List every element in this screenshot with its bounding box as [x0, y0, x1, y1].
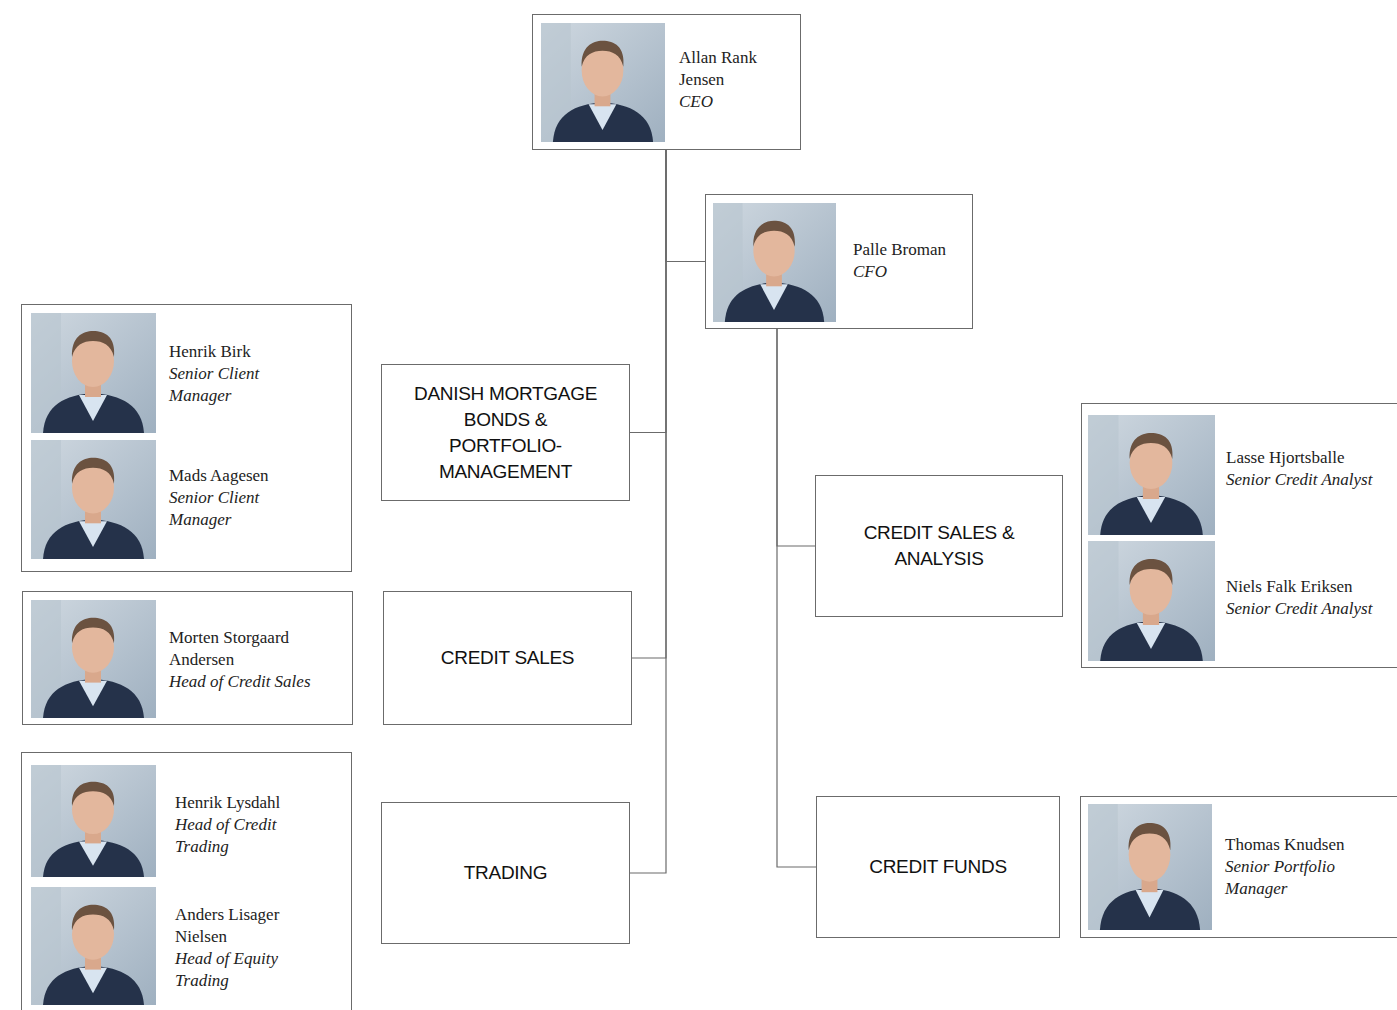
department-title: CREDIT FUNDS — [869, 854, 1007, 880]
portrait-photo — [713, 203, 836, 322]
job-title: Senior Credit Analyst — [1226, 469, 1397, 491]
job-title: CFO — [853, 261, 968, 283]
person-name: Henrik Lysdahl — [175, 792, 301, 814]
person-group-box: Lasse HjortsballeSenior Credit AnalystNi… — [1081, 403, 1397, 668]
portrait-photo — [1088, 541, 1215, 661]
person-text-column: Palle BromanCFO — [853, 239, 968, 283]
department-title: TRADING — [464, 860, 547, 886]
person-text-column: Lasse HjortsballeSenior Credit Analyst — [1226, 447, 1397, 491]
department-box: TRADING — [381, 802, 630, 944]
portrait-photo — [31, 765, 156, 877]
job-title: Head of Credit Trading — [175, 814, 301, 858]
portrait-photo — [1088, 804, 1212, 930]
portrait-photo — [31, 887, 156, 1005]
reporting-line — [777, 329, 816, 867]
person-name: Palle Broman — [853, 239, 968, 261]
person-name: Anders Lisager Nielsen — [175, 904, 301, 948]
reporting-line — [630, 150, 666, 873]
person-name: Niels Falk Eriksen — [1226, 576, 1397, 598]
person-text-column: Niels Falk EriksenSenior Credit Analyst — [1226, 576, 1397, 620]
department-box: CREDIT SALES — [383, 591, 632, 725]
portrait-photo — [1088, 415, 1215, 535]
person-text-column: Henrik LysdahlHead of Credit Trading — [175, 792, 301, 858]
portrait-photo — [31, 600, 156, 718]
person-name: Thomas Knudsen — [1225, 834, 1380, 856]
person-group-box: Palle BromanCFO — [705, 194, 973, 329]
department-title: CREDIT SALES & ANALYSIS — [839, 520, 1039, 572]
job-title: Senior Credit Analyst — [1226, 598, 1397, 620]
person-group-box: Henrik LysdahlHead of Credit TradingAnde… — [21, 752, 352, 1010]
person-name: Lasse Hjortsballe — [1226, 447, 1397, 469]
person-name: Mads Aagesen — [169, 465, 291, 487]
person-group-box: Allan Rank JensenCEO — [532, 14, 801, 150]
portrait-photo — [31, 313, 156, 433]
portrait-photo — [31, 440, 156, 559]
person-name: Allan Rank Jensen — [679, 47, 791, 91]
portrait-photo — [541, 23, 665, 142]
person-group-box: Henrik BirkSenior Client ManagerMads Aag… — [21, 304, 352, 572]
person-name: Morten Storgaard Andersen — [169, 627, 337, 671]
reporting-line — [632, 150, 666, 658]
person-text-column: Anders Lisager NielsenHead of Equity Tra… — [175, 904, 301, 992]
job-title: Head of Equity Trading — [175, 948, 301, 992]
person-text-column: Thomas KnudsenSenior Portfolio Manager — [1225, 834, 1380, 900]
job-title: Senior Portfolio Manager — [1225, 856, 1380, 900]
reporting-line — [666, 150, 705, 262]
department-box: DANISH MORTGAGE BONDS & PORTFOLIO-MANAGE… — [381, 364, 630, 501]
person-text-column: Morten Storgaard AndersenHead of Credit … — [169, 627, 337, 693]
person-text-column: Mads AagesenSenior Client Manager — [169, 465, 291, 531]
job-title: Senior Client Manager — [169, 487, 291, 531]
job-title: CEO — [679, 91, 791, 113]
department-title: CREDIT SALES — [441, 645, 574, 671]
reporting-line — [630, 150, 666, 433]
department-box: CREDIT FUNDS — [816, 796, 1060, 938]
department-title: DANISH MORTGAGE BONDS & PORTFOLIO-MANAGE… — [406, 381, 606, 485]
person-group-box: Thomas KnudsenSenior Portfolio Manager — [1080, 796, 1397, 938]
reporting-line — [777, 329, 815, 546]
job-title: Senior Client Manager — [169, 363, 291, 407]
department-box: CREDIT SALES & ANALYSIS — [815, 475, 1063, 617]
person-text-column: Henrik BirkSenior Client Manager — [169, 341, 291, 407]
person-name: Henrik Birk — [169, 341, 291, 363]
job-title: Head of Credit Sales — [169, 671, 337, 693]
person-group-box: Morten Storgaard AndersenHead of Credit … — [22, 591, 353, 725]
person-text-column: Allan Rank JensenCEO — [679, 47, 791, 113]
